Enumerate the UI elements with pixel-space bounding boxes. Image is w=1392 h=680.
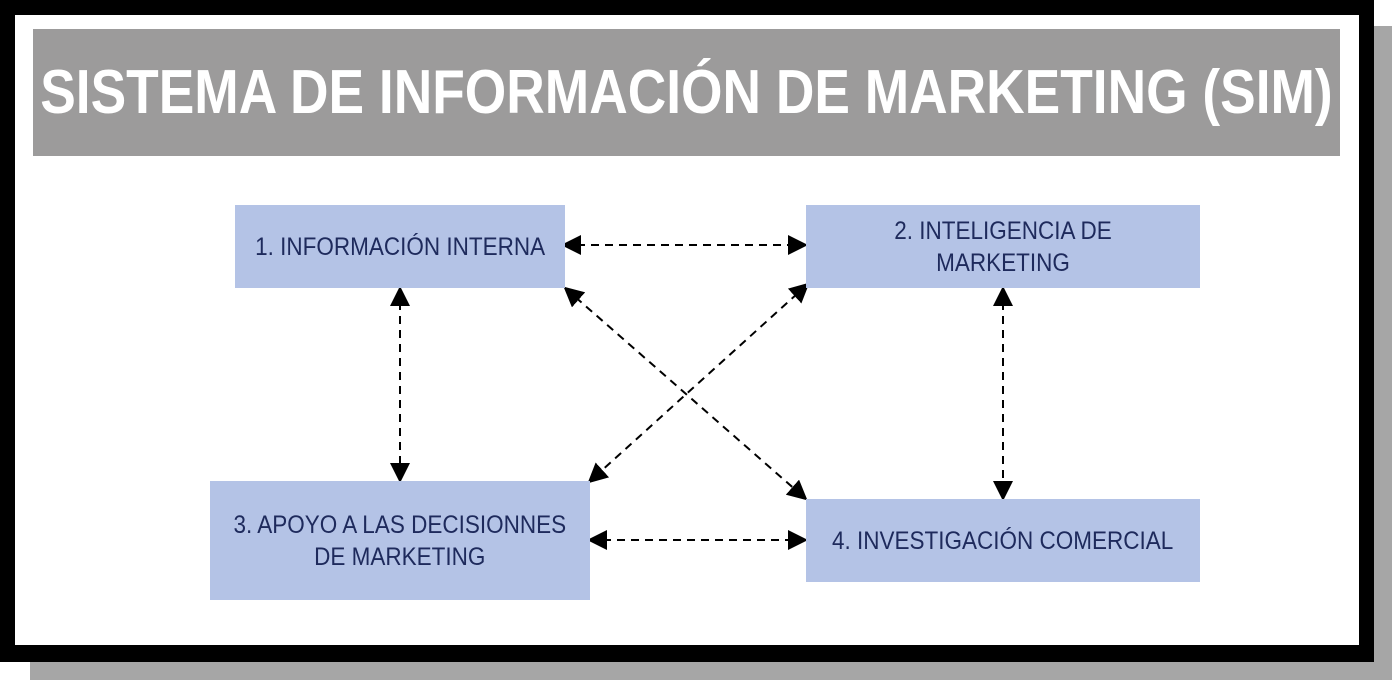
node-label-line: 1. INFORMACIÓN INTERNA [254, 232, 546, 261]
node-informacion-interna: 1. INFORMACIÓN INTERNA [235, 205, 565, 288]
node-label: 4. INVESTIGACIÓN COMERCIAL [832, 525, 1173, 557]
node-inteligencia-de-marketing: 2. INTELIGENCIA DE MARKETING [806, 205, 1200, 288]
node-label-line: 2. INTELIGENCIA DE MARKETING [894, 216, 1112, 277]
node-investigacion-comercial: 4. INVESTIGACIÓN COMERCIAL [806, 499, 1200, 582]
node-label-line: 3. APOYO A LAS DECISIONNES [233, 510, 567, 539]
edge-n1-n4 [563, 286, 808, 501]
edge-n2-n3 [587, 282, 810, 484]
diagram-title: SISTEMA DE INFORMACIÓN DE MARKETING (SIM… [40, 58, 1333, 127]
node-label-line: DE MARKETING [314, 542, 486, 571]
node-apoyo-a-las-decisiones: 3. APOYO A LAS DECISIONNES DE MARKETING [210, 481, 590, 600]
node-label: 3. APOYO A LAS DECISIONNES DE MARKETING [234, 509, 567, 573]
node-label: 1. INFORMACIÓN INTERNA [255, 231, 545, 263]
title-bar: SISTEMA DE INFORMACIÓN DE MARKETING (SIM… [33, 29, 1340, 156]
node-label: 2. INTELIGENCIA DE MARKETING [826, 215, 1181, 279]
node-label-line: 4. INVESTIGACIÓN COMERCIAL [832, 526, 1174, 555]
